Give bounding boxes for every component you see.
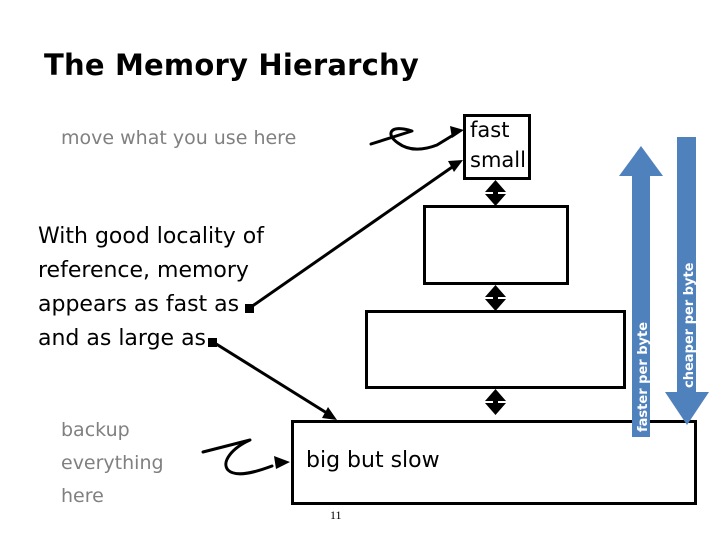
double-arrow-level3-level4 (485, 389, 506, 415)
double-arrow-level2-level3 (485, 285, 506, 311)
squiggle-arrow-move-what-you-use-here (369, 126, 464, 151)
note-move-what-you-use-here: move what you use here (61, 127, 297, 149)
memory-box-mid-upper (423, 205, 569, 285)
page-title: The Memory Hierarchy (44, 48, 419, 82)
memory-box-big-but-slow-label: big but slow (306, 448, 440, 473)
memory-box-big-but-slow: big but slow (291, 420, 697, 505)
squiggle-arrow-backup-everything-here (201, 438, 290, 476)
page-number: 11 (330, 508, 342, 522)
memory-box-fast-small: fast small (463, 114, 531, 180)
blue-arrow-label-cheaper-per-byte: cheaper per byte (682, 262, 697, 388)
double-arrow-level1-level2 (485, 180, 506, 206)
body-paragraph: With good locality of reference, memory … (38, 224, 265, 351)
blue-arrow-label-faster-per-byte: faster per byte (636, 321, 651, 432)
memory-box-mid-lower (365, 310, 626, 389)
note-backup-everything-here: backup everything here (61, 419, 164, 507)
memory-box-fast-small-label: fast small (470, 118, 526, 172)
